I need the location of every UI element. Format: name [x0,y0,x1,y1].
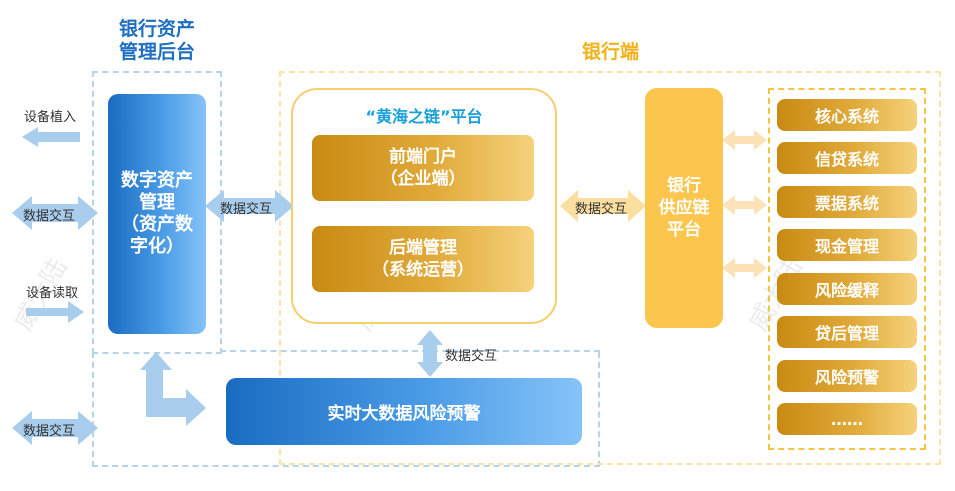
arrow-l-asset-realtime [140,352,206,426]
bank-backend-connector [220,350,600,352]
platform-title: “黄海之链”平台 [365,107,483,126]
arrow-double-data-exchange-1 [12,196,98,230]
front-portal-box: 前端门户 （企业端） [312,135,534,201]
system-item: 风险预警 [777,360,917,392]
system-item: 现金管理 [777,229,917,261]
back-management-box: 后端管理 （系统运营） [312,226,534,292]
realtime-risk-warning-box: 实时大数据风险预警 [226,378,582,445]
bank-backend-title-line1: 银行资产 [118,18,195,40]
arrow-double-system-3 [722,258,767,278]
system-item: 信贷系统 [777,142,917,174]
system-item: 风险缓释 [777,273,917,305]
bank-side-title: 银行端 [582,41,640,63]
label-asset-platform: 数据交互 [220,202,273,217]
label-data-exchange-2: 数据交互 [23,424,76,439]
front-portal-line2: （企业端） [380,169,466,189]
digital-asset-management-box: 数字资产 管理 （资产数 字化） [108,94,206,334]
system-item: 票据系统 [777,186,917,218]
digital-asset-line2: 管理 [139,192,175,213]
system-item: 贷后管理 [777,316,917,348]
arrow-double-system-1 [722,130,767,150]
supply-chain-line2: 供应链 [658,198,710,218]
front-portal-line1: 前端门户 [389,147,457,167]
supply-chain-line1: 银行 [667,176,701,196]
arrow-vertical-data-exchange [417,330,443,377]
arrow-double-platform-bank [560,190,646,222]
bank-backend-title: 银行资产 管理后台 [92,18,222,64]
arrow-double-data-exchange-2 [12,411,98,445]
label-device-read: 设备读取 [26,286,79,301]
arrow-double-system-2 [722,195,767,215]
label-data-exchange-1: 数据交互 [23,209,76,224]
system-item: 核心系统 [777,99,917,131]
digital-asset-line4: 字化） [130,236,184,257]
supply-chain-line3: 平台 [667,220,701,240]
bank-supply-chain-platform: 银行 供应链 平台 [645,88,723,328]
bank-side-frame [279,71,941,465]
arrow-double-asset-platform [205,190,294,222]
arrow-right-device-read [26,301,84,323]
back-management-line1: 后端管理 [389,238,457,258]
digital-asset-line1: 数字资产 [121,170,193,191]
digital-asset-line3: （资产数 [121,214,193,235]
label-platform-bank: 数据交互 [575,202,628,217]
bank-backend-title-line2: 管理后台 [118,41,195,63]
back-management-line2: （系统运营） [372,260,474,280]
system-item: …… [777,403,917,435]
arrow-left-device-implant [22,127,80,147]
label-vertical-exchange: 数据交互 [445,349,498,364]
bank-backend-lower-frame [92,352,600,467]
label-device-implant: 设备植入 [24,110,77,125]
systems-frame [768,88,926,450]
